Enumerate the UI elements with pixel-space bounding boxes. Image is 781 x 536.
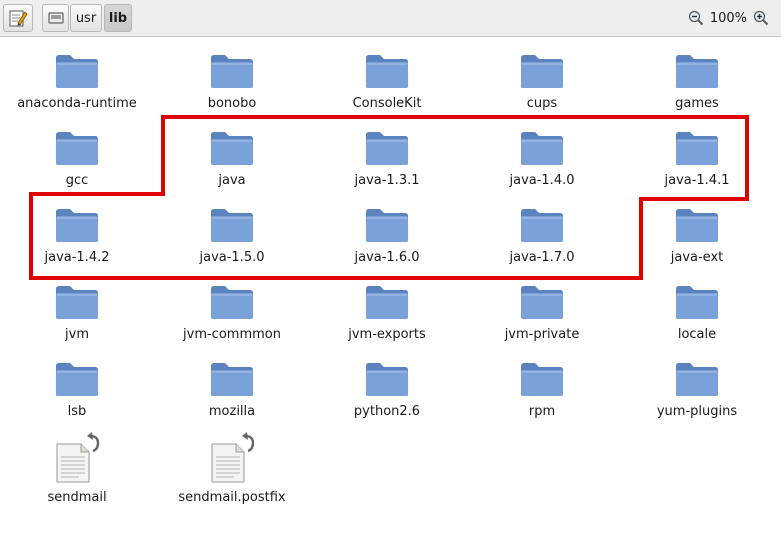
item-label: sendmail: [47, 490, 107, 505]
item-label: python2.6: [353, 404, 421, 419]
folder-item[interactable]: java-1.7.0: [467, 206, 617, 265]
folder-icon: [676, 209, 718, 242]
folder-icon: [366, 209, 408, 242]
item-label: games: [675, 96, 719, 111]
path-segment-label: lib: [108, 10, 128, 26]
folder-icon: [366, 363, 408, 396]
folder-icon: [366, 132, 408, 165]
folder-item[interactable]: yum-plugins: [622, 360, 772, 419]
path-segment-usr[interactable]: usr: [70, 4, 102, 32]
item-label: java-1.7.0: [509, 250, 575, 265]
folder-item[interactable]: bonobo: [157, 52, 307, 111]
item-label: locale: [677, 327, 717, 342]
item-label: java-1.4.2: [44, 250, 110, 265]
folder-icon: [521, 209, 563, 242]
zoom-control: 100%: [688, 8, 769, 28]
folder-icon: [211, 132, 253, 165]
folder-item[interactable]: python2.6: [312, 360, 462, 419]
folder-item[interactable]: jvm-exports: [312, 283, 462, 342]
folder-icon: [521, 55, 563, 88]
file-item[interactable]: sendmail.postfix: [157, 432, 307, 505]
folder-item[interactable]: jvm: [2, 283, 152, 342]
folder-icon: [676, 286, 718, 319]
path-segment-lib[interactable]: lib: [104, 4, 132, 32]
item-label: yum-plugins: [656, 404, 738, 419]
folder-item[interactable]: cups: [467, 52, 617, 111]
drive-icon: [48, 12, 63, 24]
item-label: jvm-exports: [348, 327, 426, 342]
folder-icon: [56, 363, 98, 396]
folder-item[interactable]: jvm-commmon: [157, 283, 307, 342]
folder-icon: [521, 132, 563, 165]
folder-item[interactable]: java: [157, 129, 307, 188]
item-label: mozilla: [208, 404, 256, 419]
item-label: java-1.4.1: [664, 173, 730, 188]
folder-icon: [211, 55, 253, 88]
item-label: java-1.6.0: [354, 250, 420, 265]
folder-item[interactable]: locale: [622, 283, 772, 342]
folder-item[interactable]: lsb: [2, 360, 152, 419]
folder-icon: [366, 55, 408, 88]
item-label: sendmail.postfix: [178, 490, 286, 505]
file-link-icon: [56, 432, 100, 483]
folder-item[interactable]: ConsoleKit: [312, 52, 462, 111]
item-label: ConsoleKit: [352, 96, 422, 111]
item-label: jvm: [65, 327, 89, 342]
item-label: java-1.4.0: [509, 173, 575, 188]
folder-item[interactable]: java-1.4.0: [467, 129, 617, 188]
zoom-out-icon[interactable]: [688, 10, 704, 26]
folder-icon: [56, 132, 98, 165]
item-label: jvm-private: [504, 327, 580, 342]
folder-item[interactable]: games: [622, 52, 772, 111]
folder-icon: [676, 132, 718, 165]
file-link-icon: [211, 432, 255, 483]
folder-item[interactable]: java-1.4.1: [622, 129, 772, 188]
item-label: jvm-commmon: [183, 327, 281, 342]
folder-icon: [366, 286, 408, 319]
item-label: java: [218, 173, 246, 188]
edit-location-icon: [9, 10, 28, 27]
folder-icon: [211, 363, 253, 396]
folder-item[interactable]: mozilla: [157, 360, 307, 419]
zoom-level: 100%: [709, 10, 747, 26]
folder-item[interactable]: rpm: [467, 360, 617, 419]
item-label: anaconda-runtime: [17, 96, 137, 111]
folder-icon: [521, 286, 563, 319]
folder-icon: [521, 363, 563, 396]
folder-icon: [211, 286, 253, 319]
folder-icon: [56, 286, 98, 319]
item-label: bonobo: [207, 96, 257, 111]
item-label: rpm: [528, 404, 556, 419]
item-label: java-1.5.0: [199, 250, 265, 265]
folder-icon: [676, 363, 718, 396]
edit-location-button[interactable]: [3, 4, 33, 32]
item-label: lsb: [67, 404, 87, 419]
item-label: cups: [526, 96, 558, 111]
item-label: java-1.3.1: [354, 173, 420, 188]
folder-item[interactable]: anaconda-runtime: [2, 52, 152, 111]
folder-icon: [676, 55, 718, 88]
item-label: gcc: [65, 173, 89, 188]
path-segment-label: usr: [75, 10, 97, 26]
item-label: java-ext: [670, 250, 724, 265]
folder-item[interactable]: java-1.5.0: [157, 206, 307, 265]
zoom-in-icon[interactable]: [753, 10, 769, 26]
folder-item[interactable]: java-1.6.0: [312, 206, 462, 265]
folder-icon: [56, 209, 98, 242]
folder-icon: [211, 209, 253, 242]
folder-item[interactable]: java-ext: [622, 206, 772, 265]
folder-item[interactable]: jvm-private: [467, 283, 617, 342]
location-toolbar: usr lib 100%: [0, 0, 781, 37]
file-item[interactable]: sendmail: [2, 432, 152, 505]
path-root-button[interactable]: [42, 4, 69, 32]
folder-icon: [56, 55, 98, 88]
folder-item[interactable]: gcc: [2, 129, 152, 188]
folder-item[interactable]: java-1.3.1: [312, 129, 462, 188]
folder-item[interactable]: java-1.4.2: [2, 206, 152, 265]
